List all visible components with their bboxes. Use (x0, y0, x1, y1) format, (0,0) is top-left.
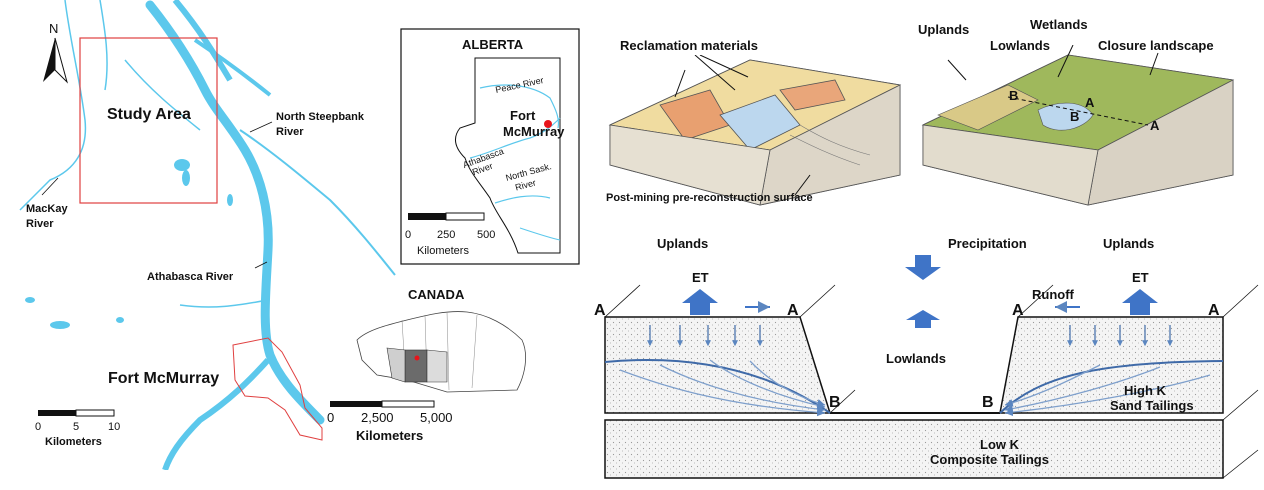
landscape-point-b1: B (1009, 88, 1019, 103)
cross-point-b-left: B (829, 394, 841, 411)
canada-scale-2500: 2,500 (361, 410, 394, 425)
alberta-inset (400, 28, 580, 265)
canada-scale-unit: Kilometers (356, 428, 424, 443)
wetlands-label: Wetlands (1030, 17, 1088, 32)
north-steepbank-label: North Steepbank (276, 111, 365, 123)
cross-point-a-mid-right: A (1012, 302, 1024, 319)
cross-uplands-right: Uplands (1103, 236, 1155, 251)
cross-uplands-left: Uplands (657, 236, 709, 251)
canada-scale-5000: 5,000 (420, 410, 453, 425)
scale-unit: Kilometers (45, 436, 102, 448)
scale-tick-5: 5 (73, 421, 80, 433)
north-label: N (49, 21, 59, 36)
canada-location-dot (414, 355, 420, 361)
alberta-scale-0: 0 (405, 229, 412, 241)
precipitation-arrow-icon (905, 255, 941, 280)
precipitation-label: Precipitation (948, 236, 1027, 251)
mackay-river-label-2: River (26, 218, 54, 230)
cross-point-b-right: B (982, 394, 994, 411)
study-area-label: Study Area (107, 106, 191, 123)
alberta-scale-500: 500 (477, 229, 496, 241)
canada-scale-bar (330, 400, 435, 408)
scale-tick-0: 0 (35, 421, 42, 433)
cross-point-a-mid-left: A (787, 302, 799, 319)
reclamation-materials-label: Reclamation materials (620, 38, 759, 53)
scale-tick-10: 10 (108, 421, 121, 433)
north-steepbank-label-2: River (276, 126, 304, 138)
alberta-city-label-2: McMurray (503, 124, 565, 139)
high-k-label: High K (1124, 383, 1166, 398)
mackay-river-label: MacKay (26, 203, 68, 215)
alberta-title: ALBERTA (462, 37, 524, 52)
landscape-point-a1: A (1085, 95, 1095, 110)
canada-scale-0: 0 (327, 410, 335, 425)
reclamation-block-diagram (608, 55, 902, 206)
canada-title: CANADA (408, 287, 465, 302)
et-arrow-left-icon (682, 289, 718, 315)
canada-inset (356, 311, 527, 393)
fort-mcmurray-label: Fort McMurray (108, 370, 220, 387)
lowlands-label: Lowlands (886, 351, 946, 366)
uplands-top-label: Uplands (918, 22, 970, 37)
study-area-map (19, 0, 396, 470)
post-mining-label: Post-mining pre-reconstruction surface (606, 192, 813, 204)
landscape-point-a2: A (1150, 118, 1160, 133)
alberta-city-label: Fort (510, 108, 536, 123)
et-arrow-right-icon (1122, 289, 1158, 315)
cross-point-a-right: A (1208, 302, 1220, 319)
landscape-point-b2: B (1070, 109, 1080, 124)
athabasca-river-label: Athabasca River (147, 271, 234, 283)
lowlands-up-arrow-icon (906, 310, 940, 328)
et-left-label: ET (692, 270, 709, 285)
sand-tailings-label: Sand Tailings (1110, 398, 1194, 413)
closure-landscape-label: Closure landscape (1098, 38, 1214, 53)
alberta-scale-unit: Kilometers (417, 245, 469, 257)
fort-mcmurray-dot (544, 120, 552, 128)
composite-tailings-label: Composite Tailings (930, 452, 1049, 467)
cross-section-diagram (604, 255, 1259, 479)
closure-block-diagram (921, 45, 1235, 206)
alberta-scale-250: 250 (437, 229, 456, 241)
low-k-label: Low K (980, 437, 1019, 452)
runoff-label: Runoff (1032, 287, 1074, 302)
et-right-label: ET (1132, 270, 1149, 285)
cross-point-a-left: A (594, 302, 606, 319)
lowlands-top-label: Lowlands (990, 38, 1050, 53)
